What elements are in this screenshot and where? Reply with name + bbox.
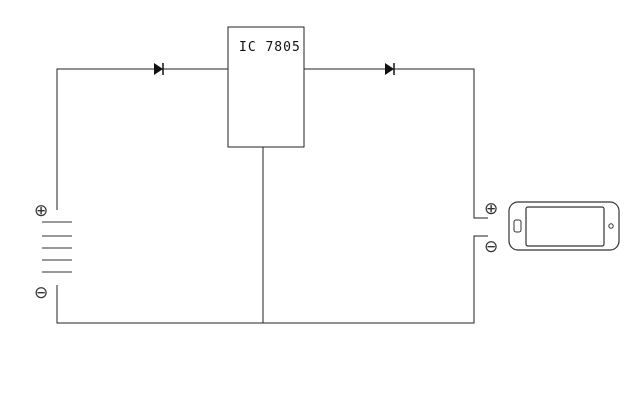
battery-negative-symbol: ⊖ xyxy=(34,283,48,303)
phone-positive-symbol: ⊕ xyxy=(484,199,498,219)
phone-negative-symbol: ⊖ xyxy=(484,237,498,257)
battery-positive-symbol: ⊕ xyxy=(34,201,48,221)
regulator-label: IC 7805 xyxy=(239,40,301,55)
smartphone-icon xyxy=(508,201,620,251)
wire-ground xyxy=(56,235,488,324)
wire-battery-positive xyxy=(56,68,228,210)
diode-input xyxy=(154,63,164,75)
regulator-ic xyxy=(227,26,305,148)
diode-output xyxy=(385,63,395,75)
wire-output-positive xyxy=(304,68,488,219)
battery xyxy=(42,221,72,273)
